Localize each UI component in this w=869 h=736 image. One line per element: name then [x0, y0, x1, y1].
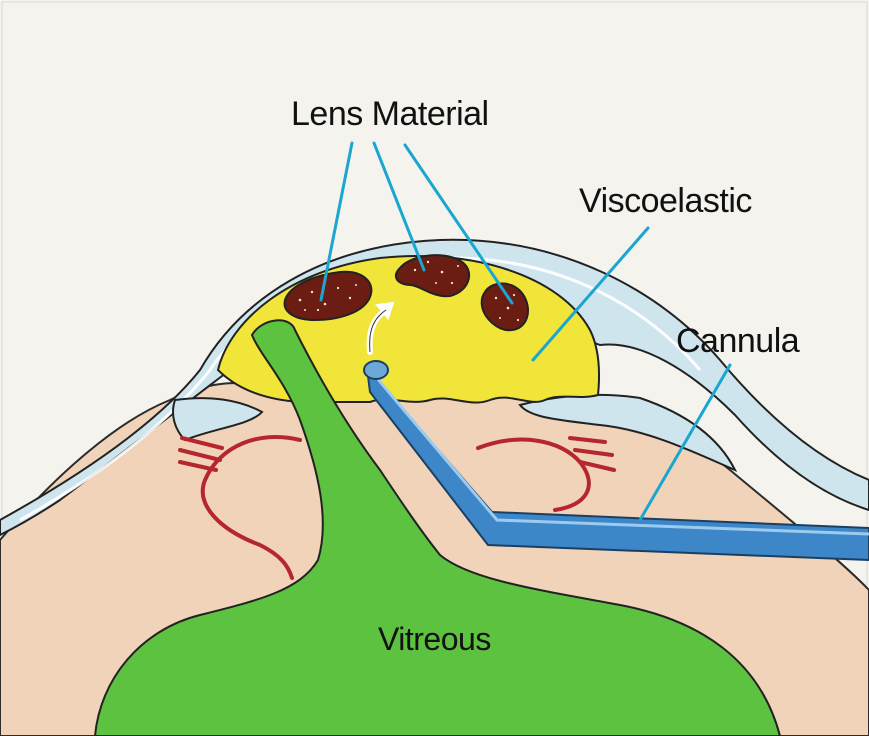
label-vitreous: Vitreous: [378, 621, 491, 657]
cannula-tip: [364, 361, 388, 379]
label-viscoelastic: Viscoelastic: [579, 182, 752, 220]
label-cannula: Cannula: [676, 322, 800, 360]
label-lens-material: Lens Material: [291, 95, 489, 133]
